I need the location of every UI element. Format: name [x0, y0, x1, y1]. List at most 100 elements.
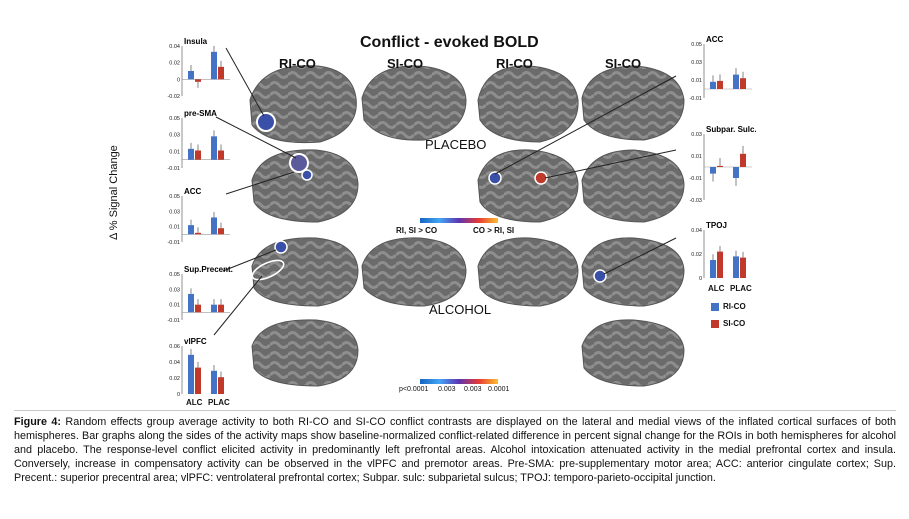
tick-label-7-1: 0.02: [691, 252, 702, 258]
tick-label-1-1: 0.03: [169, 133, 180, 139]
chart-title-7: TPOJ: [706, 221, 727, 230]
tick-label-0-0: 0.04: [169, 44, 180, 50]
bar-7-0-0: [710, 260, 716, 278]
caption-label: Figure 4:: [14, 416, 61, 428]
bar-3-1-0: [211, 304, 217, 313]
bar-2-1-1: [218, 228, 224, 235]
chart-title-3: Sup.Precent.: [184, 265, 233, 274]
tick-label-2-0: 0.05: [169, 194, 180, 200]
bar-3-1-1: [218, 304, 224, 313]
brain-right-medial-placebo-2: [581, 149, 685, 223]
bar-2-0-0: [188, 225, 194, 235]
col-header-2: SI-CO: [387, 56, 424, 71]
col-header-1: RI-CO: [279, 56, 316, 71]
chart-title-0: Insula: [184, 37, 208, 46]
row-label-alcohol: ALCOHOL: [429, 302, 492, 317]
brain-left-lateral-alcohol: [251, 237, 359, 307]
legend-label-ri: RI-CO: [723, 302, 746, 311]
legend-swatch-ri: [711, 302, 719, 311]
brain-right-medial-alcohol: [581, 237, 685, 307]
tick-label-3-1: 0.03: [169, 287, 180, 293]
pvalue-1: p<0.0001: [399, 386, 429, 393]
colorbar-right-label: CO > RI, SI: [473, 226, 515, 235]
chart-title-4: vlPFC: [184, 337, 207, 346]
brain-left-medial-placebo: [361, 65, 467, 141]
bar-2-1-0: [211, 217, 217, 235]
bar-0-1-0: [211, 51, 217, 80]
bar-0-0-1: [195, 79, 201, 82]
bar-4-1-0: [211, 370, 217, 394]
legend-label-si: SI-CO: [723, 319, 746, 328]
colorbar-top: [420, 218, 498, 223]
brain-right-medial-placebo: [581, 65, 685, 141]
bar-7-1-1: [740, 257, 746, 278]
bar-1-0-0: [188, 148, 194, 160]
pvalue-4: 0.0001: [488, 386, 510, 393]
pvalue-3: 0.003: [464, 386, 482, 393]
y-axis-label: Δ % Signal Change: [108, 145, 120, 240]
tick-label-6-3: -0.03: [689, 198, 702, 202]
brain-left-lateral-placebo: [249, 65, 357, 144]
bar-3-0-0: [188, 293, 194, 313]
roi-presma-marker: [289, 153, 313, 181]
bar-4-0-0: [188, 354, 194, 394]
chart-title-5: ACC: [706, 35, 724, 44]
group-label-alc-right: ALC: [708, 284, 725, 293]
bar-6-1-0: [733, 167, 739, 178]
group-label-plac-right: PLAC: [730, 284, 752, 293]
figure-caption: Figure 4: Random effects group average a…: [14, 410, 896, 485]
row-label-placebo: PLACEBO: [425, 137, 487, 152]
tick-label-5-0: 0.05: [691, 42, 702, 48]
colorbar-left-label: RI, SI > CO: [396, 226, 438, 235]
tick-label-2-3: -0.01: [167, 240, 180, 244]
group-label-alc-left: ALC: [186, 398, 203, 407]
bar-0-1-1: [218, 66, 224, 80]
bar-4-0-1: [195, 367, 201, 394]
tick-label-0-2: 0: [177, 77, 180, 83]
bar-1-1-0: [211, 136, 217, 160]
roi-insula-marker: [256, 112, 276, 132]
col-header-3: RI-CO: [496, 56, 533, 71]
tick-label-4-1: 0.04: [169, 360, 180, 366]
bar-chart-0: Insula 0.04 0.02 0 -0.02: [167, 37, 230, 98]
bar-6-1-1: [740, 153, 746, 167]
figure-title: Conflict - evoked BOLD: [360, 34, 539, 51]
brain-right-lateral-placebo: [477, 65, 579, 143]
tick-label-4-0: 0.06: [169, 344, 180, 350]
tick-label-3-3: -0.01: [167, 318, 180, 322]
bar-chart-3: Sup.Precent. 0.05 0.03 0.01 -0.01: [167, 265, 233, 322]
bar-7-1-0: [733, 256, 739, 278]
bar-2-0-1: [195, 232, 201, 235]
roi-supprecent-marker: [251, 240, 288, 281]
legend-item-si: SI-CO: [711, 319, 746, 328]
tick-label-1-3: -0.01: [167, 166, 180, 170]
bar-1-1-1: [218, 150, 224, 160]
tick-label-4-3: 0: [177, 392, 180, 396]
tick-label-0-1: 0.02: [169, 61, 180, 67]
col-header-4: SI-CO: [605, 56, 642, 71]
tick-label-3-0: 0.05: [169, 272, 180, 278]
tick-label-0-3: -0.02: [167, 94, 180, 98]
tick-label-3-2: 0.01: [169, 303, 180, 309]
bar-7-0-1: [717, 251, 723, 278]
bar-5-1-1: [740, 78, 746, 89]
tick-label-7-2: 0: [699, 276, 702, 280]
tick-label-1-2: 0.01: [169, 149, 180, 155]
brain-left-lateral-alcohol-2: [251, 319, 359, 387]
brain-right-lateral-alcohol: [477, 237, 579, 307]
legend-swatch-si: [711, 319, 719, 328]
tick-label-5-1: 0.03: [691, 60, 702, 66]
bar-6-0-0: [710, 167, 716, 174]
chart-title-1: pre-SMA: [184, 109, 217, 118]
bar-5-1-0: [733, 74, 739, 89]
caption-text: Random effects group average activity to…: [14, 416, 896, 484]
tick-label-2-2: 0.01: [169, 225, 180, 231]
tick-label-6-1: 0.01: [691, 154, 702, 160]
bar-6-0-1: [717, 165, 723, 167]
tick-label-4-2: 0.02: [169, 376, 180, 382]
